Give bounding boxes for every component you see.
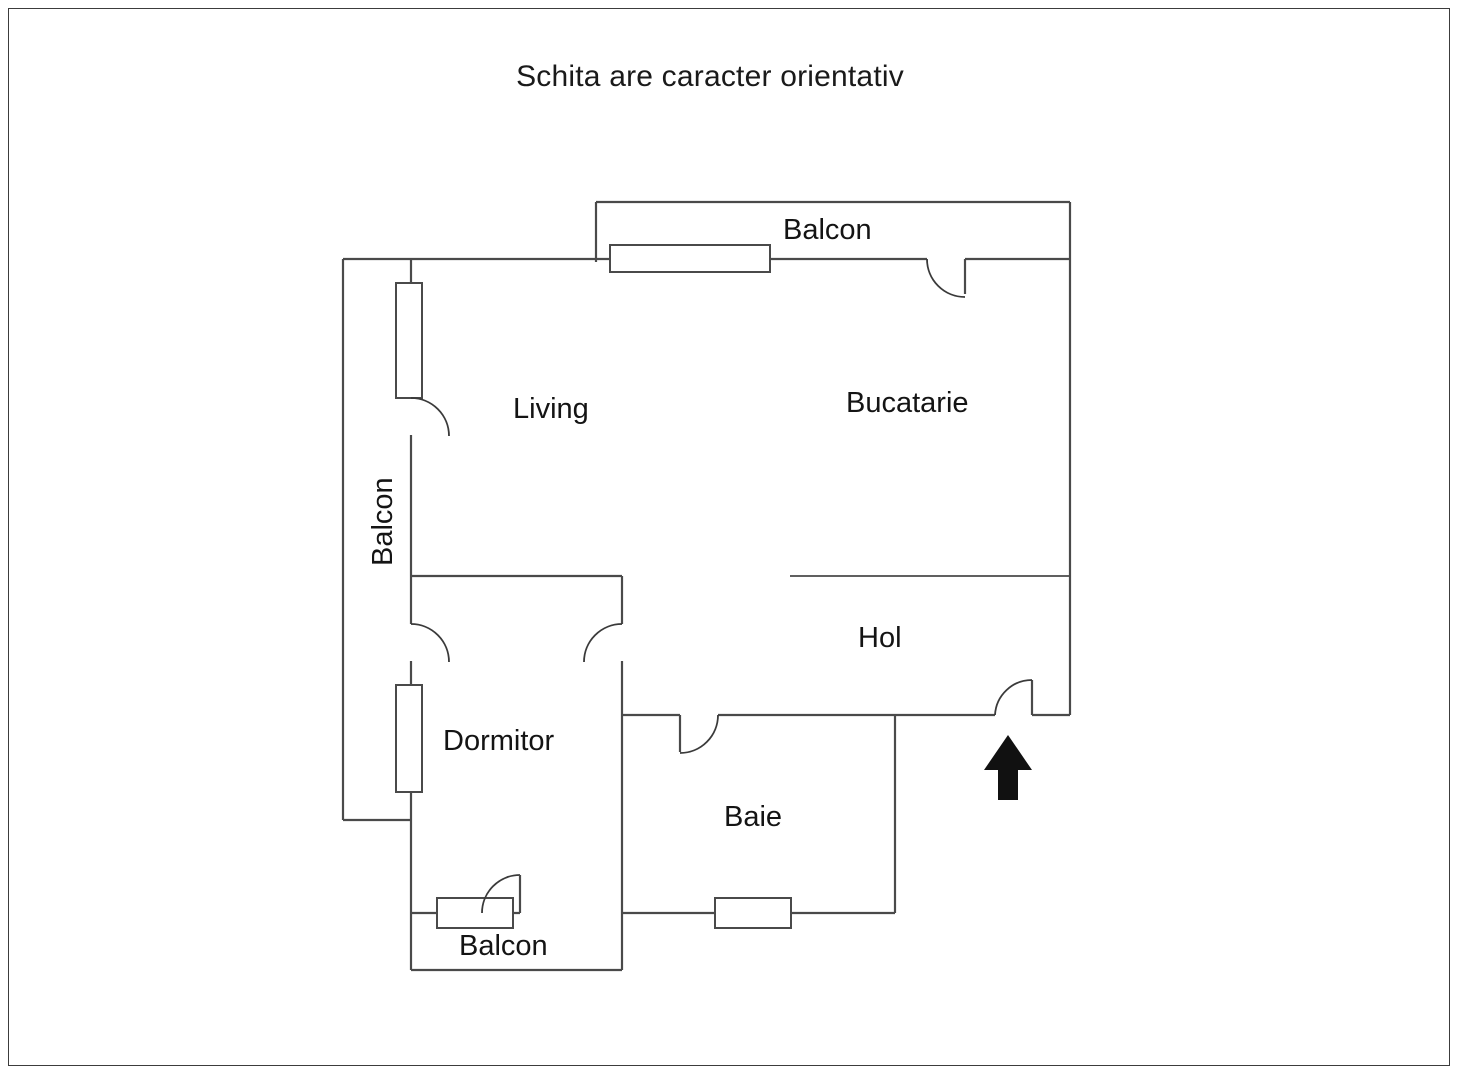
door-living-hol: [583, 623, 623, 663]
door-living-dormitor: [410, 623, 450, 663]
door-dormitor-balcon-bottom: [481, 874, 521, 914]
window-balcon-bottom: [436, 897, 514, 929]
window-baie: [714, 897, 792, 929]
apartment-outer-walls: [341, 202, 1072, 822]
room-label-balcon-top: Balcon: [783, 214, 872, 246]
dormitor-baie-wall: [620, 713, 895, 913]
page-title: Schita are caracter orientativ: [516, 60, 904, 93]
door-baie: [679, 714, 719, 754]
room-label-bucatarie: Bucatarie: [846, 387, 969, 419]
room-label-baie: Baie: [724, 801, 783, 833]
room-label-hol: Hol: [858, 622, 902, 654]
entrance-arrow: [984, 735, 1032, 800]
page-border: [8, 8, 1450, 1066]
room-label-living: Living: [513, 393, 589, 425]
window-balcon-top: [609, 244, 771, 273]
door-entrance: [994, 679, 1033, 716]
balcon-top-outline: [594, 200, 1070, 262]
window-living-left: [395, 282, 423, 399]
room-label-balcon-bottom: Balcon: [459, 930, 548, 962]
living-dormitor-wall: [411, 574, 624, 715]
room-label-balcon-left: Balcon: [367, 477, 399, 566]
door-balcon-top: [926, 258, 966, 298]
window-dormitor-left: [395, 684, 423, 793]
door-living-balcon-left: [410, 397, 450, 437]
room-label-dormitor: Dormitor: [443, 725, 555, 757]
